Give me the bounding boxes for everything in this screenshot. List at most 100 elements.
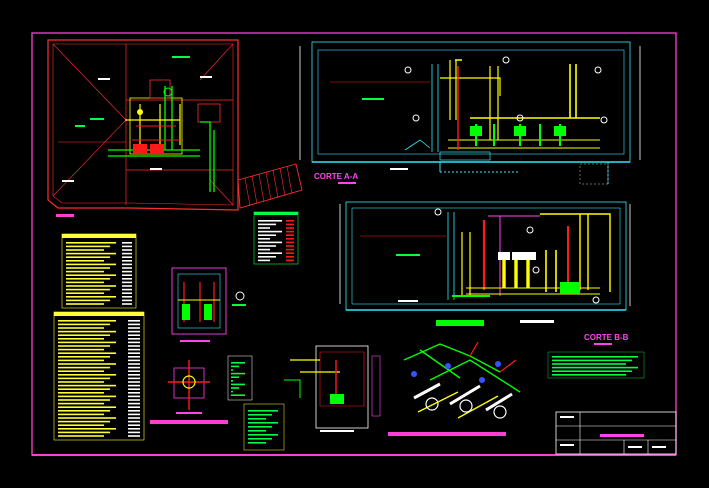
table-row-value <box>128 402 140 405</box>
table-row-text <box>58 363 116 365</box>
table-row-text <box>58 370 104 372</box>
table-row-text <box>58 413 104 416</box>
table-row-value <box>122 303 132 305</box>
detail-valve-plan <box>168 360 210 414</box>
table-row-value <box>122 270 132 273</box>
table-row-text <box>58 424 104 426</box>
table-row-value <box>128 431 140 434</box>
plan-view <box>47 39 303 217</box>
table-row-text <box>58 345 110 347</box>
table-row-value <box>122 260 132 262</box>
table-row-value <box>128 384 140 387</box>
table-row-text <box>58 395 116 398</box>
table-row-value <box>122 299 132 302</box>
general-notes <box>547 351 645 379</box>
table-row-value <box>122 242 132 244</box>
section-a-title: CORTE A-A <box>314 172 358 181</box>
table-row-value <box>128 420 140 423</box>
table-row-text <box>58 384 116 387</box>
table-row-value <box>122 281 132 284</box>
table-row-value <box>286 230 294 233</box>
table-row-text <box>248 414 272 416</box>
table-row-text <box>58 392 104 394</box>
table-row-value <box>128 377 140 380</box>
table-row-text <box>58 431 110 434</box>
table-row-text <box>66 267 110 269</box>
table-row-value <box>128 410 140 412</box>
table-row-text <box>66 292 104 294</box>
table-row-text <box>248 434 278 436</box>
table-row-value <box>122 285 132 287</box>
table-row-text <box>58 348 104 351</box>
table-row-text <box>66 288 110 291</box>
table-row-value <box>286 220 294 222</box>
table-row-value <box>128 366 140 369</box>
table-row-text <box>66 281 104 284</box>
table-row-value <box>128 388 140 390</box>
table-row-value <box>286 245 294 247</box>
detail-chamber <box>284 345 381 432</box>
table-row-text <box>231 372 245 375</box>
table-row-text <box>258 252 282 254</box>
table-row-value <box>122 245 132 248</box>
table-row-text <box>66 303 104 305</box>
table-row-text <box>66 252 116 255</box>
table-row-value <box>128 395 140 398</box>
table-row-text <box>58 399 110 401</box>
table-row-value <box>122 256 132 258</box>
table-row-text <box>258 248 270 251</box>
table-row-text <box>258 238 270 240</box>
table-row-value <box>286 259 294 262</box>
table-row-text <box>58 323 110 326</box>
table-row-value <box>286 248 294 251</box>
materials-table-1 <box>61 233 137 309</box>
table-row-text <box>66 242 116 244</box>
table-row-value <box>128 352 140 354</box>
materials-table-2 <box>53 311 145 441</box>
table-row-text <box>258 230 282 233</box>
section-b-b: CORTE B-B <box>339 201 631 345</box>
table-row-text <box>58 356 110 358</box>
table-row-text <box>231 376 239 378</box>
table-row-text <box>248 418 266 420</box>
table-row-text <box>248 410 278 412</box>
table-row-value <box>128 338 140 340</box>
table-row-text <box>258 256 276 258</box>
table-row-value <box>122 278 132 280</box>
table-row-value <box>286 227 294 229</box>
table-row-text <box>231 380 233 382</box>
table-row-text <box>58 381 104 383</box>
isometric-view <box>403 341 521 419</box>
table-row-text <box>258 227 270 229</box>
table-row-text <box>552 356 638 358</box>
table-row-text <box>258 259 270 262</box>
table-row-value <box>128 374 140 376</box>
table-row-text <box>258 223 276 226</box>
table-row-value <box>128 417 140 419</box>
table-row-value <box>286 252 294 254</box>
table-row-value <box>122 249 132 251</box>
pink-label-bar-2 <box>388 432 506 436</box>
table-row-text <box>58 338 104 340</box>
table-row-text <box>58 435 104 437</box>
table-row-value <box>128 320 140 322</box>
table-row-text <box>66 274 116 276</box>
table-row-text <box>58 406 116 408</box>
table-row-text <box>58 320 116 322</box>
table-row-text <box>58 366 110 369</box>
table-row-value <box>128 370 140 372</box>
table-row-text <box>58 352 116 354</box>
section-a-a: CORTE A-A <box>299 41 641 186</box>
table-row-text <box>552 363 626 365</box>
plan-view-title <box>56 214 74 217</box>
table-row-value <box>128 323 140 326</box>
table-row-value <box>128 381 140 383</box>
table-row-text <box>66 299 110 302</box>
table-row-value <box>128 363 140 365</box>
table-row-value <box>122 292 132 294</box>
table-row-value <box>128 406 140 408</box>
table-row-text <box>231 390 233 393</box>
table-row-value <box>128 399 140 401</box>
table-row-text <box>58 334 110 336</box>
